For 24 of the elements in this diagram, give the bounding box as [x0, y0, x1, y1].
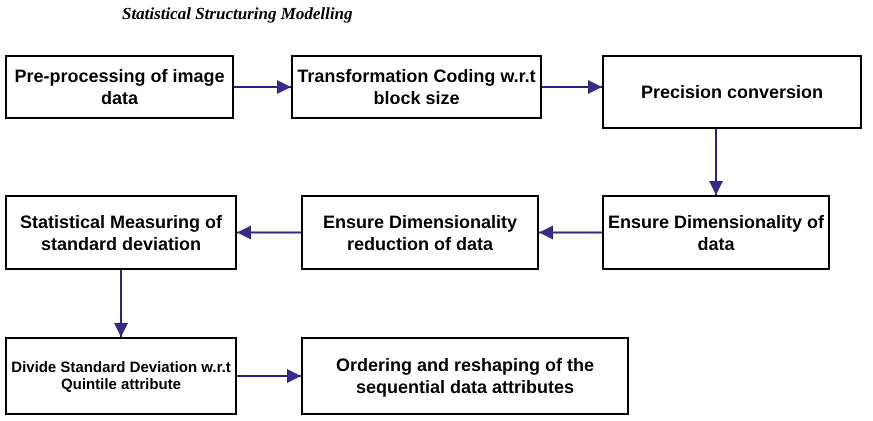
- box-label: Transformation Coding w.r.t block size: [296, 65, 537, 109]
- process-box: [5, 337, 237, 415]
- process-box: [602, 195, 830, 270]
- arrow: [114, 270, 128, 337]
- box-label: Pre-processing of image data: [13, 65, 226, 109]
- process-box: [5, 55, 234, 119]
- arrow: [237, 226, 301, 240]
- arrow: [234, 80, 291, 94]
- box-label: Ensure Dimensionality reduction of data: [322, 210, 518, 254]
- process-box: [602, 55, 862, 129]
- box-label: Statistical Measuring of standard deviation: [18, 210, 224, 254]
- box-label: Precision conversion: [640, 81, 824, 103]
- process-box: [301, 195, 539, 270]
- process-box: [5, 195, 237, 270]
- box-label: Divide Standard Deviation w.r.t Quintile attribute: [10, 359, 232, 393]
- box-label: Ensure Dimensionality of data: [606, 210, 826, 254]
- arrow: [542, 80, 602, 94]
- box-label: Ordering and reshaping of the sequential data attributes: [334, 354, 596, 398]
- diagram-title: Statistical Structuring Modelling: [122, 4, 353, 24]
- arrow: [539, 226, 602, 240]
- arrow: [709, 129, 723, 195]
- arrow: [237, 369, 301, 383]
- process-box: [291, 55, 542, 119]
- process-box: [301, 337, 629, 415]
